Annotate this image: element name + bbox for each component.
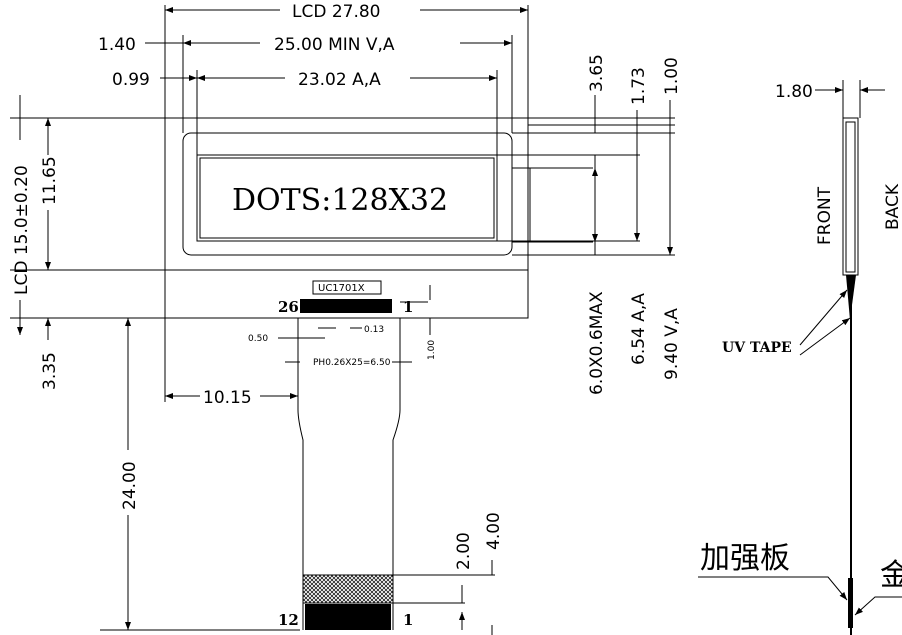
fpc-tail: UC1701X 26 1 1.00 0.13 0.50 PH0.26X25=6.… (248, 280, 504, 635)
dim-lcd-height: LCD 15.0±0.20 (12, 165, 32, 295)
side-view: 1.80 FRONT BACK UV TAPE 加强板 金 (698, 80, 902, 635)
display-text: DOTS:128X32 (232, 183, 448, 218)
dim-view-area: 25.00 MIN V,A (274, 35, 395, 55)
dim-4-00: 4.00 (484, 512, 504, 550)
dim-active-area: 23.02 A,A (298, 70, 381, 90)
dim-pitch-pad: 0.50 (248, 334, 268, 344)
dim-fpc-offset: 10.15 (203, 388, 252, 408)
dim-11-65: 11.65 (40, 156, 60, 205)
pin-last: 1 (403, 298, 413, 316)
back-label: BACK (883, 183, 902, 230)
dim-view-offset: 1.40 (98, 35, 136, 55)
dim-1-00: 1.00 (662, 57, 682, 95)
left-dimensions: LCD 15.0±0.20 11.65 3.35 24.00 10.15 (12, 95, 300, 630)
dim-3-35: 3.35 (40, 352, 60, 390)
dim-1-73: 1.73 (629, 67, 649, 105)
dim-active-height: 6.54 A,A (629, 293, 649, 365)
lcd-module: DOTS:128X32 (10, 117, 593, 319)
dim-gap: 0.13 (364, 325, 384, 335)
top-dimensions: LCD 27.80 25.00 MIN V,A 1.40 23.02 A,A 0… (98, 2, 528, 155)
front-label: FRONT (815, 186, 835, 245)
dim-active-offset: 0.99 (112, 70, 150, 90)
dim-2-00: 2.00 (454, 532, 474, 570)
dim-led: 6.0X0.6MAX (587, 291, 607, 395)
dim-pin-total: PH0.26X25=6.50 (313, 358, 391, 368)
dim-pad-height: 1.00 (427, 340, 437, 360)
dim-view-height: 9.40 V,A (662, 308, 682, 380)
dim-fpc-length: 24.00 (120, 461, 140, 510)
dim-thickness: 1.80 (775, 82, 813, 102)
stiffener-label: 加强板 (700, 541, 790, 576)
fpc-pin-last: 1 (403, 611, 413, 629)
right-dimensions: 3.65 6.0X0.6MAX 1.73 6.54 A,A 1.00 9.40 … (497, 54, 682, 395)
gold-finger-label: 金 (880, 558, 902, 593)
dim-3-65: 3.65 (587, 54, 607, 92)
controller-label: UC1701X (318, 283, 365, 294)
uv-tape-label: UV TAPE (722, 340, 792, 356)
fpc-pin-first: 12 (278, 611, 299, 629)
dim-lcd-width: LCD 27.80 (292, 2, 381, 22)
pin-first: 26 (278, 298, 299, 316)
